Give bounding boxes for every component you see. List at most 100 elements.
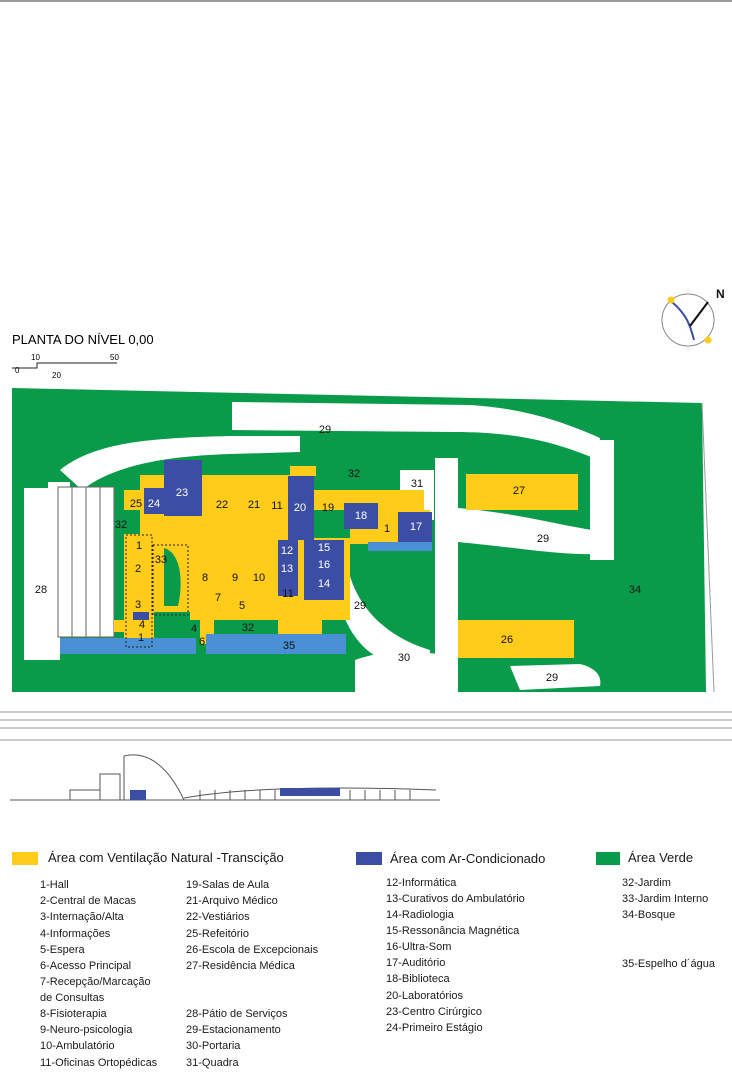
legend-item: 19-Salas de Aula bbox=[186, 879, 270, 891]
legend-item: 18-Biblioteca bbox=[386, 973, 450, 985]
label-6: 6 bbox=[199, 636, 205, 648]
legend-swatch-yellow bbox=[12, 852, 38, 865]
label-12: 12 bbox=[281, 545, 293, 557]
scale-tick-0: 0 bbox=[15, 366, 20, 375]
label-33: 33 bbox=[155, 554, 167, 566]
legend-item: 28-Pátio de Serviços bbox=[186, 1008, 288, 1020]
label-31: 31 bbox=[411, 478, 423, 490]
legend-swatch-blue bbox=[356, 852, 382, 865]
internal-garden-outline bbox=[125, 534, 189, 648]
label-24: 24 bbox=[148, 498, 160, 510]
label-11: 11 bbox=[271, 500, 282, 512]
label-4-main: 4 bbox=[191, 623, 197, 635]
legend-item: 16-Ultra-Som bbox=[386, 941, 452, 953]
interior-garden-notch bbox=[164, 548, 181, 606]
legend-item: 13-Curativos do Ambulatório bbox=[386, 893, 525, 905]
label-22: 22 bbox=[216, 499, 228, 511]
legend-item: 3-Internação/Alta bbox=[40, 911, 124, 923]
label-32-side: 32 bbox=[115, 519, 127, 531]
label-8: 8 bbox=[202, 572, 208, 584]
label-7: 7 bbox=[215, 592, 221, 604]
plan-title: PLANTA DO NÍVEL 0,00 bbox=[12, 332, 154, 347]
scale-tick-50: 50 bbox=[110, 353, 119, 362]
legend-item: 6-Acesso Principal bbox=[40, 960, 132, 972]
scale-tick-10: 10 bbox=[31, 353, 40, 362]
label-20: 20 bbox=[294, 502, 306, 514]
scale-tick-20: 20 bbox=[52, 371, 61, 380]
label-29-right: 29 bbox=[537, 533, 549, 545]
site-plan: PLANTA DO NÍVEL 0,00 0 10 20 50 N bbox=[0, 287, 732, 801]
legend-item: 30-Portaria bbox=[186, 1040, 241, 1052]
label-29-bottom: 29 bbox=[546, 672, 558, 684]
roads-parking bbox=[24, 402, 614, 692]
label-14: 14 bbox=[318, 578, 330, 590]
label-29: 29 bbox=[319, 424, 331, 436]
label-1: 1 bbox=[384, 523, 390, 535]
label-29-center: 29 bbox=[354, 600, 366, 612]
label-30: 30 bbox=[398, 652, 410, 664]
legend-title-blue: Área com Ar-Condicionado bbox=[390, 851, 546, 866]
legend-item: 35-Espelho d´água bbox=[622, 958, 715, 970]
building-section-elevation bbox=[10, 754, 440, 801]
label-5: 5 bbox=[239, 600, 245, 612]
label-11-lower: 11 bbox=[282, 588, 293, 600]
label-23: 23 bbox=[176, 487, 188, 499]
top-rule bbox=[0, 0, 732, 2]
section-blue-block bbox=[130, 790, 146, 800]
label-19: 19 bbox=[322, 502, 334, 514]
legend-item: 17-Auditório bbox=[386, 957, 446, 969]
label-16: 16 bbox=[318, 559, 330, 571]
label-17: 17 bbox=[410, 521, 422, 533]
legend-item: 25-Refeitório bbox=[186, 928, 249, 940]
label-25: 25 bbox=[130, 498, 142, 510]
north-letter: N bbox=[716, 287, 725, 301]
service-yard bbox=[57, 486, 115, 638]
scale-bar bbox=[12, 362, 117, 369]
legend-title-green: Área Verde bbox=[628, 850, 694, 865]
label-9: 9 bbox=[232, 572, 238, 584]
label-10: 10 bbox=[253, 572, 265, 584]
label-2: 2 bbox=[135, 563, 141, 575]
water-mirror bbox=[60, 542, 432, 654]
label-28: 28 bbox=[35, 584, 47, 596]
label-35: 35 bbox=[283, 640, 295, 652]
legend-item: 7-Recepção/Marcação bbox=[40, 976, 151, 988]
label-1-entry: 1 bbox=[138, 632, 144, 644]
legend-item: 24-Primeiro Estágio bbox=[386, 1022, 483, 1034]
label-18: 18 bbox=[355, 510, 367, 522]
legend-item: 29-Estacionamento bbox=[186, 1024, 281, 1036]
legend-item: 31-Quadra bbox=[186, 1057, 239, 1069]
air-conditioned-blocks bbox=[133, 460, 432, 620]
legend-item: 23-Centro Cirúrgico bbox=[386, 1006, 482, 1018]
legend-item: de Consultas bbox=[40, 992, 105, 1004]
label-32-bottom: 32 bbox=[242, 622, 254, 634]
label-15: 15 bbox=[318, 542, 330, 554]
legend-item: 27-Residência Médica bbox=[186, 960, 295, 972]
legend-item: 34-Bosque bbox=[622, 909, 676, 921]
label-32: 32 bbox=[348, 468, 360, 480]
label-34: 34 bbox=[629, 584, 641, 596]
legend-item: 26-Escola de Excepcionais bbox=[186, 944, 319, 956]
legend-item: 20-Laboratórios bbox=[386, 990, 464, 1002]
legend-item: 10-Ambulatório bbox=[40, 1040, 115, 1052]
legend-item: 4-Informações bbox=[40, 928, 111, 940]
legend-title-yellow: Área com Ventilação Natural -Transcição bbox=[48, 850, 284, 865]
label-26: 26 bbox=[501, 634, 513, 646]
legend-item: 22-Vestiários bbox=[186, 911, 250, 923]
legend-item: 2-Central de Macas bbox=[40, 895, 136, 907]
legend-item: 33-Jardim Interno bbox=[622, 893, 709, 905]
label-4: 4 bbox=[139, 619, 145, 631]
label-3: 3 bbox=[135, 599, 141, 611]
legend-item: 32-Jardim bbox=[622, 877, 671, 889]
legend-item: 8-Fisioterapia bbox=[40, 1008, 107, 1020]
legend-item: 14-Radiologia bbox=[386, 909, 454, 921]
label-13: 13 bbox=[281, 563, 293, 575]
label-27: 27 bbox=[513, 485, 525, 497]
legend-item: 15-Ressonância Magnética bbox=[386, 925, 520, 937]
legend-item: 11-Oficinas Ortopédicas bbox=[40, 1057, 158, 1069]
legend-item: 1-Hall bbox=[40, 879, 69, 891]
access-road bbox=[0, 402, 732, 741]
legend-item: 5-Espera bbox=[40, 944, 85, 956]
label-21: 21 bbox=[248, 499, 260, 511]
label-1-hall: 1 bbox=[136, 540, 142, 552]
